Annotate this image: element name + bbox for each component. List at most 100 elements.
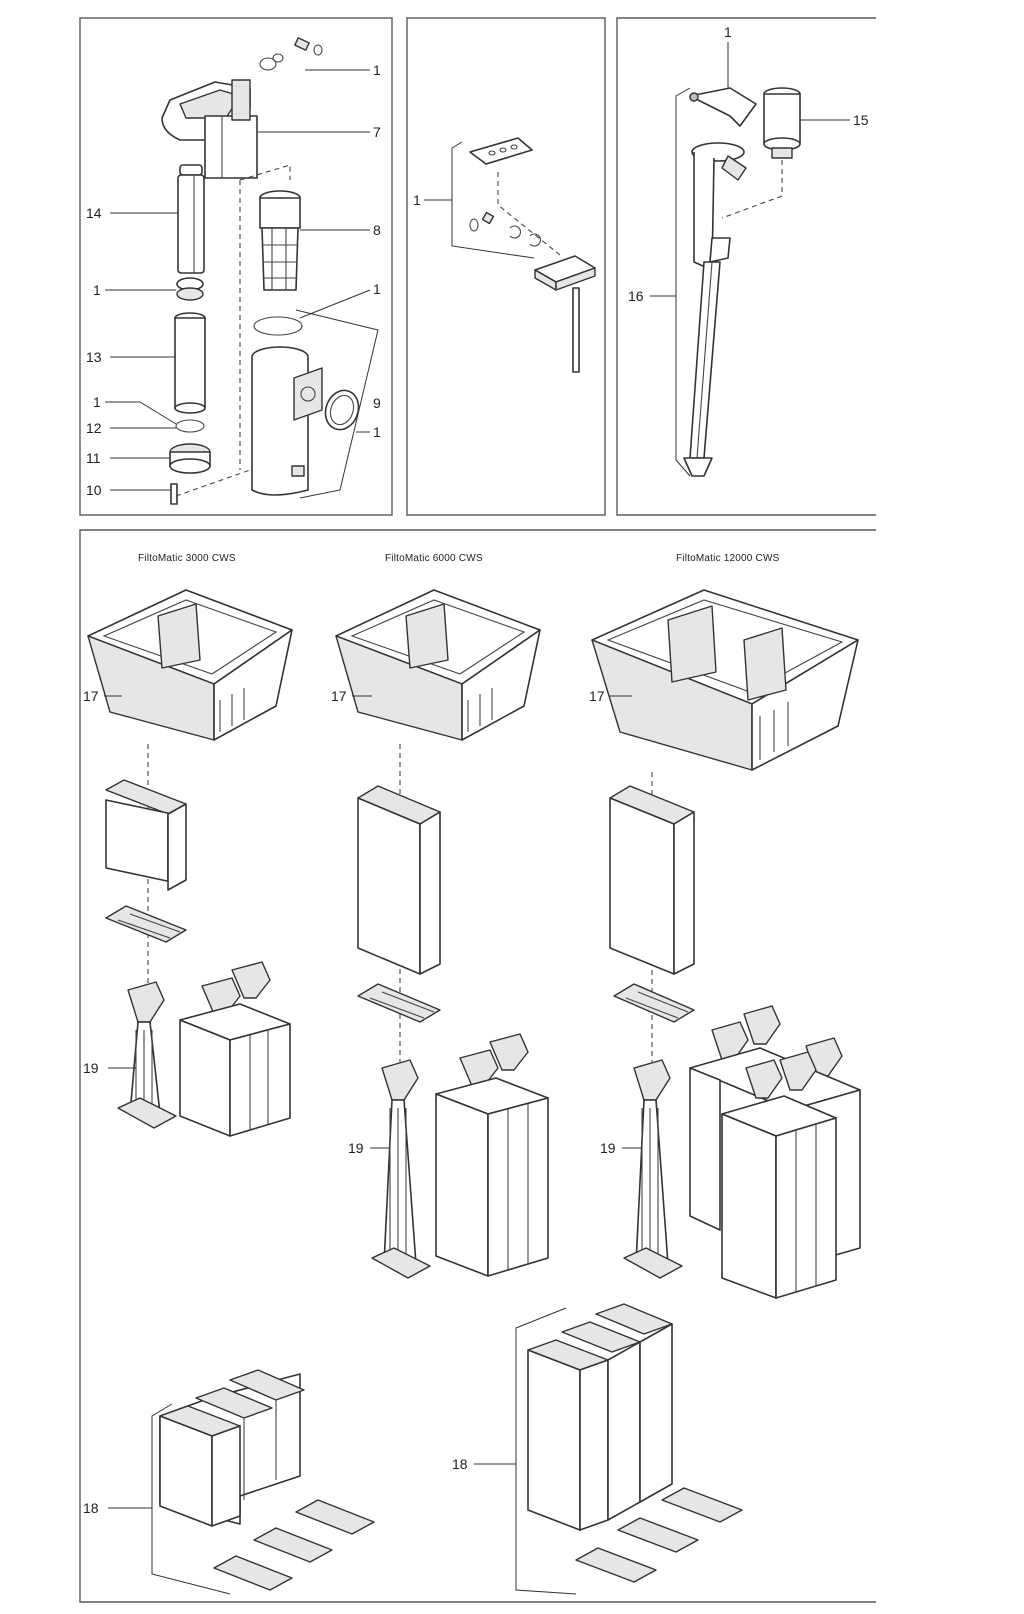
cartridge-side — [211, 1425, 241, 1527]
seal-ring — [272, 53, 284, 63]
cartridge-top — [229, 1369, 305, 1401]
holder-frame — [383, 1099, 417, 1265]
holder-handle — [633, 1059, 671, 1101]
outlet-port — [300, 386, 316, 402]
small-clip — [481, 211, 495, 225]
callout-holder-6000: 19 — [348, 1140, 364, 1156]
cartridge-side — [607, 1341, 641, 1521]
lower-tube — [174, 317, 206, 409]
uv-pipe-drawing — [650, 42, 850, 477]
callout-nut: 11 — [86, 450, 101, 466]
cartridge-stack-3000 — [105, 779, 291, 1137]
seal-kit-assembly-line — [497, 172, 561, 256]
holder-handle — [381, 1059, 419, 1101]
callout-housing: 9 — [373, 395, 381, 411]
cartridge-block-front — [435, 1093, 489, 1277]
housing-outlet — [293, 367, 323, 421]
pipe-foot — [683, 457, 713, 477]
screw — [170, 483, 178, 505]
callout-basket: 8 — [373, 222, 381, 238]
callout-basket-oring: 1 — [373, 281, 381, 297]
callout-pipe: 16 — [628, 288, 644, 304]
clip-tray — [295, 1499, 375, 1535]
caption-filtomatic-12000: FiltoMatic 12000 CWS — [676, 553, 780, 564]
callout-upper-tube: 14 — [86, 205, 102, 221]
ring — [175, 419, 205, 433]
valve-nozzle — [771, 147, 793, 159]
housing-bracket — [295, 309, 379, 499]
panel-seal-kit — [406, 17, 606, 516]
tray-front — [213, 629, 293, 741]
callout-valve: 15 — [853, 112, 869, 128]
clip-tray — [213, 1555, 293, 1591]
cartridge-set-large — [474, 1303, 743, 1595]
large-set-bracket — [515, 1307, 577, 1595]
uv-assembly-line — [721, 160, 783, 219]
cartridge-handle — [459, 1049, 499, 1087]
cartridge-handle — [489, 1033, 529, 1071]
cartridge-front — [105, 799, 169, 882]
callout-motor: 7 — [373, 124, 381, 140]
cartridge-handle — [779, 1051, 817, 1091]
uv-pipe-bracket — [675, 87, 691, 477]
motor-connector — [231, 79, 251, 121]
housing-foot — [291, 465, 305, 477]
caption-filtomatic-3000: FiltoMatic 3000 CWS — [138, 553, 236, 564]
basket-grid — [262, 228, 298, 290]
cartridge-side — [167, 803, 187, 891]
tray-front — [461, 629, 541, 741]
cartridge-stack-12000 — [609, 785, 861, 1299]
cartridge-set-small — [108, 1369, 375, 1595]
callout-lower-tube: 13 — [86, 349, 102, 365]
tube-cap — [179, 164, 203, 176]
pump-assembly-leaders — [105, 69, 371, 491]
cartridge-block-side — [487, 1097, 549, 1277]
sensor-rod — [572, 287, 580, 373]
pipe-coupler — [709, 237, 731, 263]
holder-handle — [127, 981, 165, 1023]
cartridge-handle — [201, 977, 241, 1015]
callout-mid-seal: 1 — [93, 282, 101, 298]
assembly-line — [175, 164, 291, 497]
callout-seal-kit: 1 — [413, 192, 421, 208]
tray-divider — [157, 603, 201, 669]
tray-divider — [667, 605, 717, 683]
callout-tray-3000: 17 — [83, 688, 99, 704]
c-ring — [529, 233, 541, 247]
tray-numbers: 17 17 17 — [83, 688, 605, 704]
pump-assembly-numbers: 1 7 8 1 9 1 14 1 13 1 12 11 10 — [86, 62, 381, 498]
panel-cartridges — [79, 529, 876, 1603]
clip-tray — [575, 1547, 657, 1583]
c-ring — [509, 225, 521, 239]
seal-kit-drawing — [424, 137, 596, 373]
cartridge-block-front — [721, 1113, 777, 1299]
uv-pipe-numbers: 1 15 16 — [628, 24, 869, 304]
cartridge-block-front — [179, 1019, 231, 1137]
holder-frame — [635, 1099, 669, 1265]
cartridge-stack-6000 — [357, 785, 549, 1279]
seal-kit-bracket — [451, 141, 535, 259]
cartridge-side — [639, 1323, 673, 1503]
tray-divider — [743, 627, 787, 701]
tray-3000 — [87, 589, 293, 741]
clip-tray — [661, 1487, 743, 1523]
tray-12000 — [591, 589, 859, 771]
holder-base — [117, 1097, 177, 1129]
cartridge-front — [527, 1349, 581, 1531]
side-oring — [324, 389, 360, 431]
clip-tray — [357, 983, 441, 1023]
seal-ring — [313, 44, 323, 56]
callout-screw: 10 — [86, 482, 102, 498]
sensor-head-front — [555, 267, 596, 291]
tray-front — [751, 639, 859, 771]
cartridge-top — [195, 1387, 273, 1419]
panel-pump-assembly — [79, 17, 393, 516]
callout-set-small: 18 — [83, 1500, 99, 1516]
clip-tray — [253, 1527, 333, 1563]
callout-seal-top: 1 — [373, 62, 381, 78]
pump-assembly-drawing — [161, 37, 379, 505]
basket-upper — [259, 197, 301, 229]
cartridge-side — [419, 811, 441, 975]
cartridge-block-back-front — [689, 1067, 721, 1231]
cartridge-front — [609, 797, 675, 975]
